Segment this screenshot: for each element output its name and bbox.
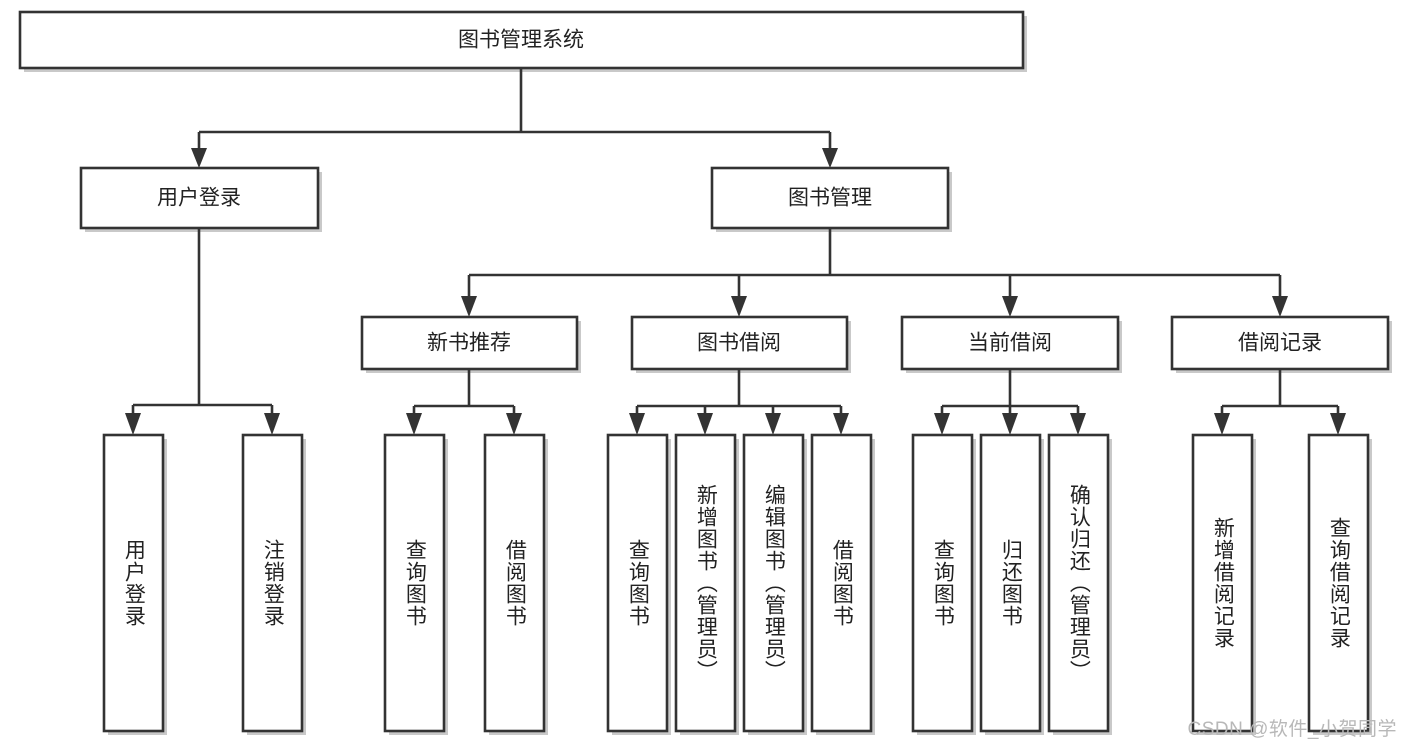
connector-borrow-record-to-leaves	[1214, 369, 1346, 435]
node-user-login-rect[interactable]	[79, 166, 320, 230]
node-current-borrow[interactable]: 当前借阅	[900, 315, 1122, 373]
leaf-box-current-borrow-0[interactable]	[911, 433, 974, 733]
arrow-head-icon	[765, 413, 781, 435]
arrow-head-icon	[629, 413, 645, 435]
node-root-rect[interactable]	[18, 10, 1025, 70]
node-borrow-record[interactable]: 借阅记录	[1170, 315, 1392, 373]
node-book-management[interactable]: 图书管理	[710, 166, 952, 232]
leaf-group-current-borrow	[911, 433, 1112, 735]
connector-user-login-to-leaves	[125, 228, 280, 435]
connector-book-management-to-level3	[461, 228, 1288, 317]
leaf-box-current-borrow-2[interactable]	[1047, 433, 1110, 733]
node-current-borrow-rect[interactable]	[900, 315, 1120, 371]
arrow-head-icon	[406, 413, 422, 435]
node-book-management-label: 图书管理	[788, 187, 872, 210]
node-root[interactable]: 图书管理系统	[18, 10, 1027, 72]
arrow-head-icon	[731, 296, 747, 317]
connector-current-borrow-to-leaves	[934, 369, 1086, 435]
arrow-head-icon	[1330, 413, 1346, 435]
arrow-head-icon	[1070, 413, 1086, 435]
arrow-head-icon	[264, 413, 280, 435]
arrow-head-icon	[125, 413, 141, 435]
arrow-head-icon	[191, 148, 207, 168]
node-root-label: 图书管理系统	[458, 29, 584, 52]
connector-book-borrow-to-leaves	[629, 369, 849, 435]
arrow-head-icon	[697, 413, 713, 435]
arrow-head-icon	[833, 413, 849, 435]
node-borrow-record-rect[interactable]	[1170, 315, 1390, 371]
node-current-borrow-label: 当前借阅	[968, 332, 1052, 355]
leaf-group-user-login	[102, 433, 306, 735]
connector-new-book-recommend-to-leaves	[406, 369, 522, 435]
leaf-box-book-borrow-0[interactable]	[606, 433, 669, 733]
node-new-book-recommend-rect[interactable]	[360, 315, 579, 371]
arrow-head-icon	[934, 413, 950, 435]
arrow-head-icon	[1214, 413, 1230, 435]
csdn-watermark: CSDN @软件_小贺同学	[1187, 719, 1397, 740]
leaf-box-current-borrow-1[interactable]	[979, 433, 1042, 733]
leaf-box-borrow-record-0[interactable]	[1191, 433, 1254, 733]
leaf-box-book-borrow-1[interactable]	[674, 433, 737, 733]
node-user-login[interactable]: 用户登录	[79, 166, 322, 232]
leaf-box-book-borrow-2[interactable]	[742, 433, 805, 733]
arrow-head-icon	[506, 413, 522, 435]
node-book-borrow[interactable]: 图书借阅	[630, 315, 851, 373]
leaf-group-new-book-recommend	[383, 433, 548, 735]
leaf-box-borrow-record-1[interactable]	[1307, 433, 1370, 733]
leaf-group-borrow-record	[1191, 433, 1372, 735]
arrow-head-icon	[461, 296, 477, 317]
node-new-book-recommend-label: 新书推荐	[427, 332, 511, 355]
leaf-box-new-book-recommend-1[interactable]	[483, 433, 546, 733]
node-book-borrow-label: 图书借阅	[697, 332, 781, 355]
leaf-box-book-borrow-3[interactable]	[810, 433, 873, 733]
arrow-head-icon	[1002, 296, 1018, 317]
arrow-head-icon	[1272, 296, 1288, 317]
node-new-book-recommend[interactable]: 新书推荐	[360, 315, 581, 373]
leaf-box-new-book-recommend-0[interactable]	[383, 433, 446, 733]
connector-root-to-level2	[191, 68, 838, 168]
leaf-group-book-borrow	[606, 433, 875, 735]
leaf-box-user-login-0[interactable]	[102, 433, 165, 733]
node-borrow-record-label: 借阅记录	[1238, 332, 1322, 355]
leaf-box-user-login-1[interactable]	[241, 433, 304, 733]
arrow-head-icon	[822, 148, 838, 168]
arrow-head-icon	[1002, 413, 1018, 435]
node-user-login-label: 用户登录	[157, 187, 241, 210]
